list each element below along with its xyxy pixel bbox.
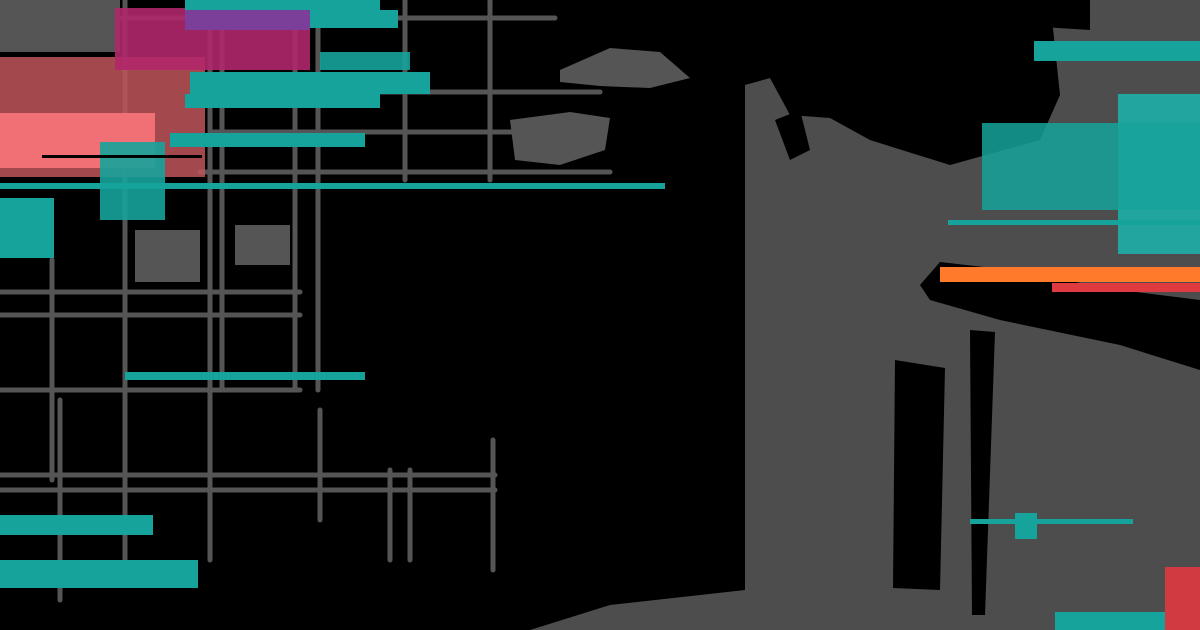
teal-bar: [310, 10, 398, 28]
teal-bar: [185, 94, 380, 108]
silhouette-cutout: [970, 330, 995, 615]
grid-blocks: [0, 0, 690, 282]
teal-bar: [0, 560, 198, 588]
grid-block: [235, 225, 290, 265]
grid-block: [560, 48, 690, 88]
teal-bar: [125, 372, 365, 380]
teal-bar: [0, 515, 153, 535]
grid-block: [135, 230, 200, 282]
teal-block: [0, 198, 54, 258]
purple-bar: [185, 8, 310, 30]
red-bar: [1052, 283, 1200, 292]
teal-block: [1015, 513, 1037, 539]
silhouette-cutout: [950, 0, 1090, 30]
black-line: [42, 155, 202, 158]
teal-bar: [970, 519, 1133, 524]
teal-bar: [170, 133, 365, 147]
teal-bar: [185, 0, 380, 10]
teal-bar: [320, 52, 410, 70]
teal-bar: [190, 72, 430, 94]
teal-bar: [1034, 41, 1200, 61]
teal-block: [100, 142, 165, 220]
silhouette-cutout: [775, 110, 810, 160]
grid-block: [0, 0, 120, 52]
silhouette-cutout: [920, 262, 1200, 370]
grid-block: [510, 112, 610, 165]
abstract-silhouette-shape: [530, 0, 1200, 630]
teal-block: [982, 123, 1200, 210]
silhouette-cutout: [905, 35, 1040, 125]
silhouette-cutout: [893, 360, 945, 590]
red-block: [1165, 567, 1200, 630]
orange-bar: [940, 267, 1200, 282]
teal-bar: [0, 183, 665, 189]
teal-bar: [948, 220, 1200, 225]
teal-bar: [1055, 612, 1165, 630]
